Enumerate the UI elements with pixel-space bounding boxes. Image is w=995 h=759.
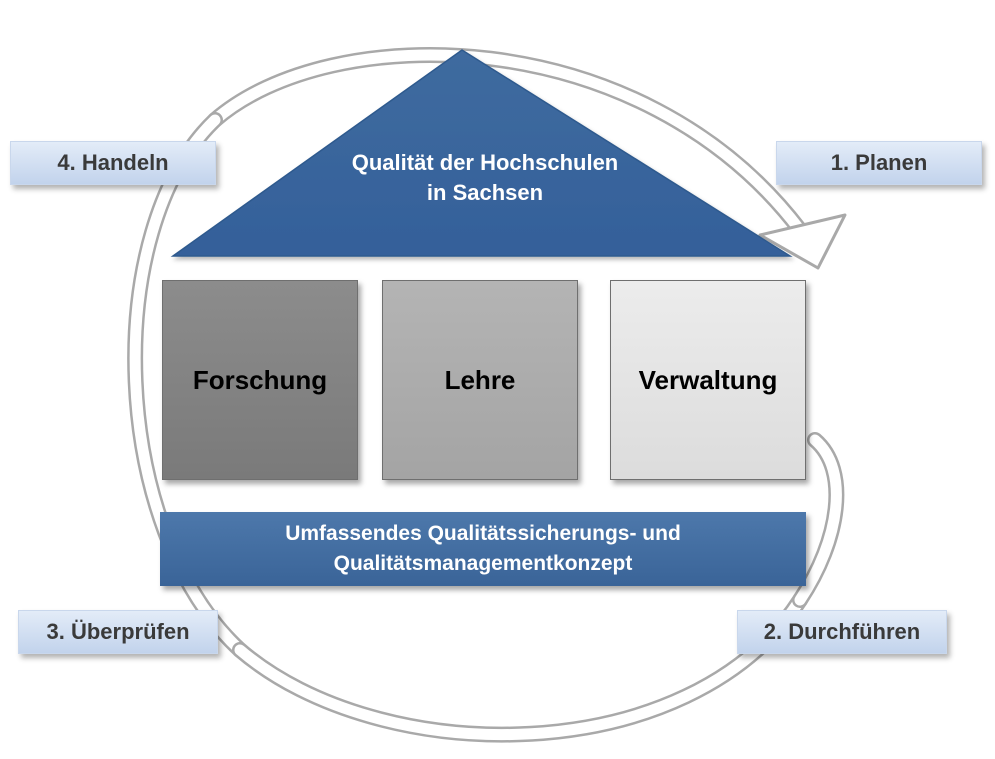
roof-shape	[170, 49, 793, 257]
foundation-bar: Umfassendes Qualitätssicherungs- und Qua…	[160, 512, 806, 586]
pillar-lehre: Lehre	[382, 280, 578, 480]
step-act: 4. Handeln	[10, 141, 216, 185]
roof-title-line-2: in Sachsen	[426, 180, 544, 205]
step-label: 3. Überprüfen	[46, 619, 190, 644]
roof-title: Qualität der Hochschulen in Sachsen	[290, 148, 680, 208]
step-label: 2. Durchführen	[763, 619, 921, 644]
foundation-line-2: Qualitätsmanagementkonzept	[333, 552, 633, 575]
pillar-verwaltung: Verwaltung	[610, 280, 806, 480]
pillar-label: Verwaltung	[638, 364, 778, 395]
pillar-label: Forschung	[192, 364, 328, 395]
foundation-line-1: Umfassendes Qualitätssicherungs- und	[285, 522, 681, 545]
step-do: 2. Durchführen	[737, 610, 947, 654]
pillar-forschung: Forschung	[162, 280, 358, 480]
step-label: 1. Planen	[830, 150, 928, 175]
cycle-arrow-head	[758, 213, 847, 270]
step-check: 3. Überprüfen	[18, 610, 218, 654]
step-label: 4. Handeln	[57, 150, 169, 175]
step-plan: 1. Planen	[776, 141, 982, 185]
pillar-label: Lehre	[444, 364, 516, 395]
roof-title-line-1: Qualität der Hochschulen	[351, 150, 619, 175]
